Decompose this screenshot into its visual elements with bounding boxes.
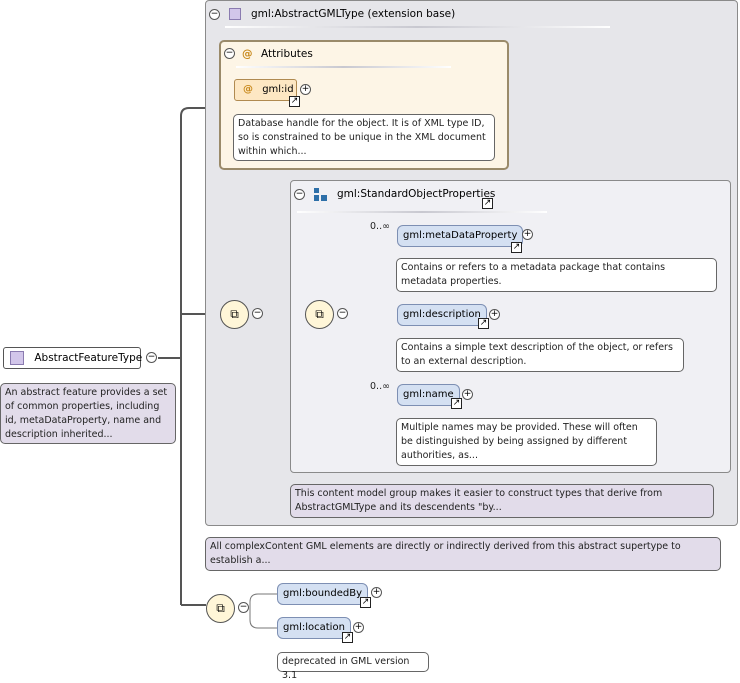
link-icon[interactable]: ↗ (482, 198, 493, 209)
collapse-icon[interactable]: − (238, 602, 249, 613)
collapse-icon[interactable]: − (209, 9, 220, 20)
link-icon[interactable]: ↗ (342, 632, 353, 643)
group-icon (314, 188, 328, 202)
collapse-icon[interactable]: − (337, 308, 348, 319)
collapse-icon[interactable]: − (252, 308, 263, 319)
element-doc: deprecated in GML version 3.1 (277, 652, 429, 681)
attributes-title: Attributes (261, 48, 313, 60)
root-type-label: AbstractFeatureType (34, 352, 143, 364)
sequence-icon[interactable]: ⧉ (206, 594, 235, 623)
extension-doc: All complexContent GML elements are dire… (205, 537, 721, 571)
group-doc: This content model group makes it easier… (290, 484, 714, 518)
expand-icon[interactable]: + (522, 229, 533, 240)
link-icon[interactable]: ↗ (360, 597, 371, 608)
element-description[interactable]: gml:description (397, 304, 487, 326)
link-icon[interactable]: ↗ (451, 398, 462, 409)
element-doc: Contains or refers to a metadata package… (396, 258, 717, 292)
collapse-icon[interactable]: − (224, 48, 235, 59)
link-icon[interactable]: ↗ (289, 96, 300, 107)
attribute-icon: @ (242, 48, 253, 60)
type-icon (229, 8, 241, 20)
sequence-icon[interactable]: ⧉ (305, 300, 334, 329)
divider (236, 66, 451, 68)
element-metadataproperty[interactable]: gml:metaDataProperty (397, 225, 524, 247)
collapse-icon[interactable]: − (294, 189, 305, 200)
element-doc: Contains a simple text description of th… (396, 338, 684, 372)
link-icon[interactable]: ↗ (511, 242, 522, 253)
divider (297, 211, 547, 213)
cardinality-label: 0..∞ (370, 381, 390, 392)
attribute-gml-id[interactable]: @ gml:id (234, 79, 297, 101)
attribute-doc: Database handle for the object. It is of… (233, 114, 495, 161)
element-doc: Multiple names may be provided. These wi… (396, 418, 657, 466)
link-icon[interactable]: ↗ (478, 318, 489, 329)
cardinality-label: 0..∞ (370, 221, 390, 232)
attribute-label: gml:id (262, 84, 294, 95)
element-boundedby[interactable]: gml:boundedBy (277, 583, 369, 605)
expand-icon[interactable]: + (371, 587, 382, 598)
element-location[interactable]: gml:location (277, 617, 351, 639)
attribute-icon: @ (243, 84, 253, 95)
extension-title: gml:AbstractGMLType (extension base) (251, 8, 456, 20)
root-doc: An abstract feature provides a set of co… (0, 383, 176, 444)
element-name[interactable]: gml:name (397, 384, 460, 406)
divider (225, 26, 610, 28)
root-type-box[interactable]: AbstractFeatureType (3, 347, 143, 369)
expand-icon[interactable]: + (353, 622, 364, 633)
collapse-icon[interactable]: − (146, 352, 157, 363)
type-icon (10, 351, 24, 365)
expand-icon[interactable]: + (489, 309, 500, 320)
expand-icon[interactable]: + (462, 389, 473, 400)
sequence-icon[interactable]: ⧉ (220, 300, 249, 329)
expand-icon[interactable]: + (300, 84, 311, 95)
group-title: gml:StandardObjectProperties (337, 188, 496, 200)
